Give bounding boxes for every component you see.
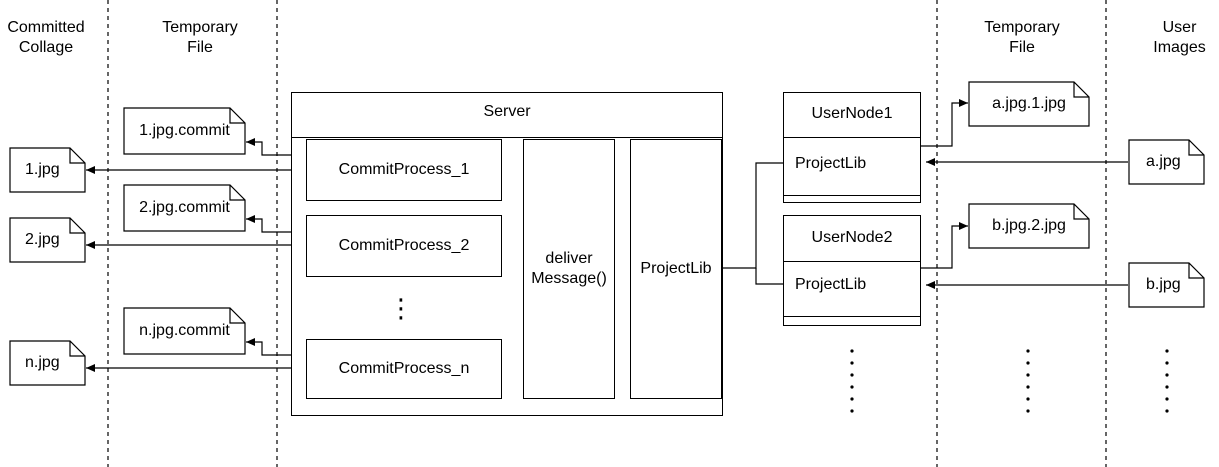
temp-file-label: 1.jpg.commit [139, 122, 230, 139]
user-temp-file-label: b.jpg.2.jpg [992, 217, 1066, 234]
user-temp-file-b: b.jpg.2.jpg [968, 203, 1090, 249]
user-image-label: a.jpg [1146, 153, 1181, 170]
server-title-divider [291, 137, 723, 138]
link-server-usernode2 [755, 268, 785, 285]
arrow-cpn-temp [246, 338, 306, 356]
user-image-b: b.jpg [1128, 262, 1205, 308]
arrow-usernode1-temp [921, 99, 968, 147]
header-temporary-file-right: Temporary File [984, 19, 1060, 56]
arrow-cp1-temp [246, 138, 306, 156]
temp-file-label: n.jpg.commit [139, 322, 230, 339]
user-image-a: a.jpg [1128, 139, 1205, 185]
usernode-1-title: UserNode1 [811, 105, 893, 122]
commit-process-2: CommitProcess_2 [306, 215, 502, 277]
committed-file-label: 2.jpg [25, 231, 60, 248]
temp-file-n-commit: n.jpg.commit [123, 307, 246, 355]
deliver-message-box: deliver Message() [523, 139, 615, 399]
link-server-usernode1 [722, 162, 785, 269]
header-committed-collage: Committed Collage [7, 19, 85, 56]
user-image-label: b.jpg [1146, 276, 1181, 293]
header-temporary-file-left: Temporary File [162, 19, 238, 56]
usernode-2-projectlib-label: ProjectLib [795, 276, 867, 293]
header-user-images: User Images [1153, 19, 1206, 56]
server-projectlib-box: ProjectLib [630, 139, 722, 399]
user-temp-file-label: a.jpg.1.jpg [992, 95, 1066, 112]
commit-process-n: CommitProcess_n [306, 339, 502, 399]
server-title: Server [483, 103, 531, 120]
ellipsis-usernodes [850, 349, 854, 413]
commit-process-ellipsis: ⋮ [388, 293, 414, 323]
usernode-2-title: UserNode2 [811, 229, 893, 246]
commit-process-1: CommitProcess_1 [306, 139, 502, 201]
committed-file-n: n.jpg [9, 340, 86, 386]
committed-file-label: 1.jpg [25, 161, 60, 178]
temp-file-1-commit: 1.jpg.commit [123, 107, 246, 155]
temp-file-label: 2.jpg.commit [139, 199, 230, 216]
arrow-usernode2-temp [921, 222, 968, 269]
user-temp-file-a: a.jpg.1.jpg [968, 81, 1090, 127]
ellipsis-temp-files [1026, 349, 1030, 413]
committed-file-2: 2.jpg [9, 217, 86, 263]
committed-file-1: 1.jpg [9, 147, 86, 193]
usernode-2-projectlib [783, 261, 921, 317]
temp-file-2-commit: 2.jpg.commit [123, 184, 246, 232]
usernode-1-projectlib [783, 137, 921, 196]
ellipsis-user-images [1165, 349, 1169, 413]
usernode-1-projectlib-label: ProjectLib [795, 155, 867, 172]
committed-file-label: n.jpg [25, 354, 60, 371]
arrow-cp2-temp [246, 215, 306, 233]
